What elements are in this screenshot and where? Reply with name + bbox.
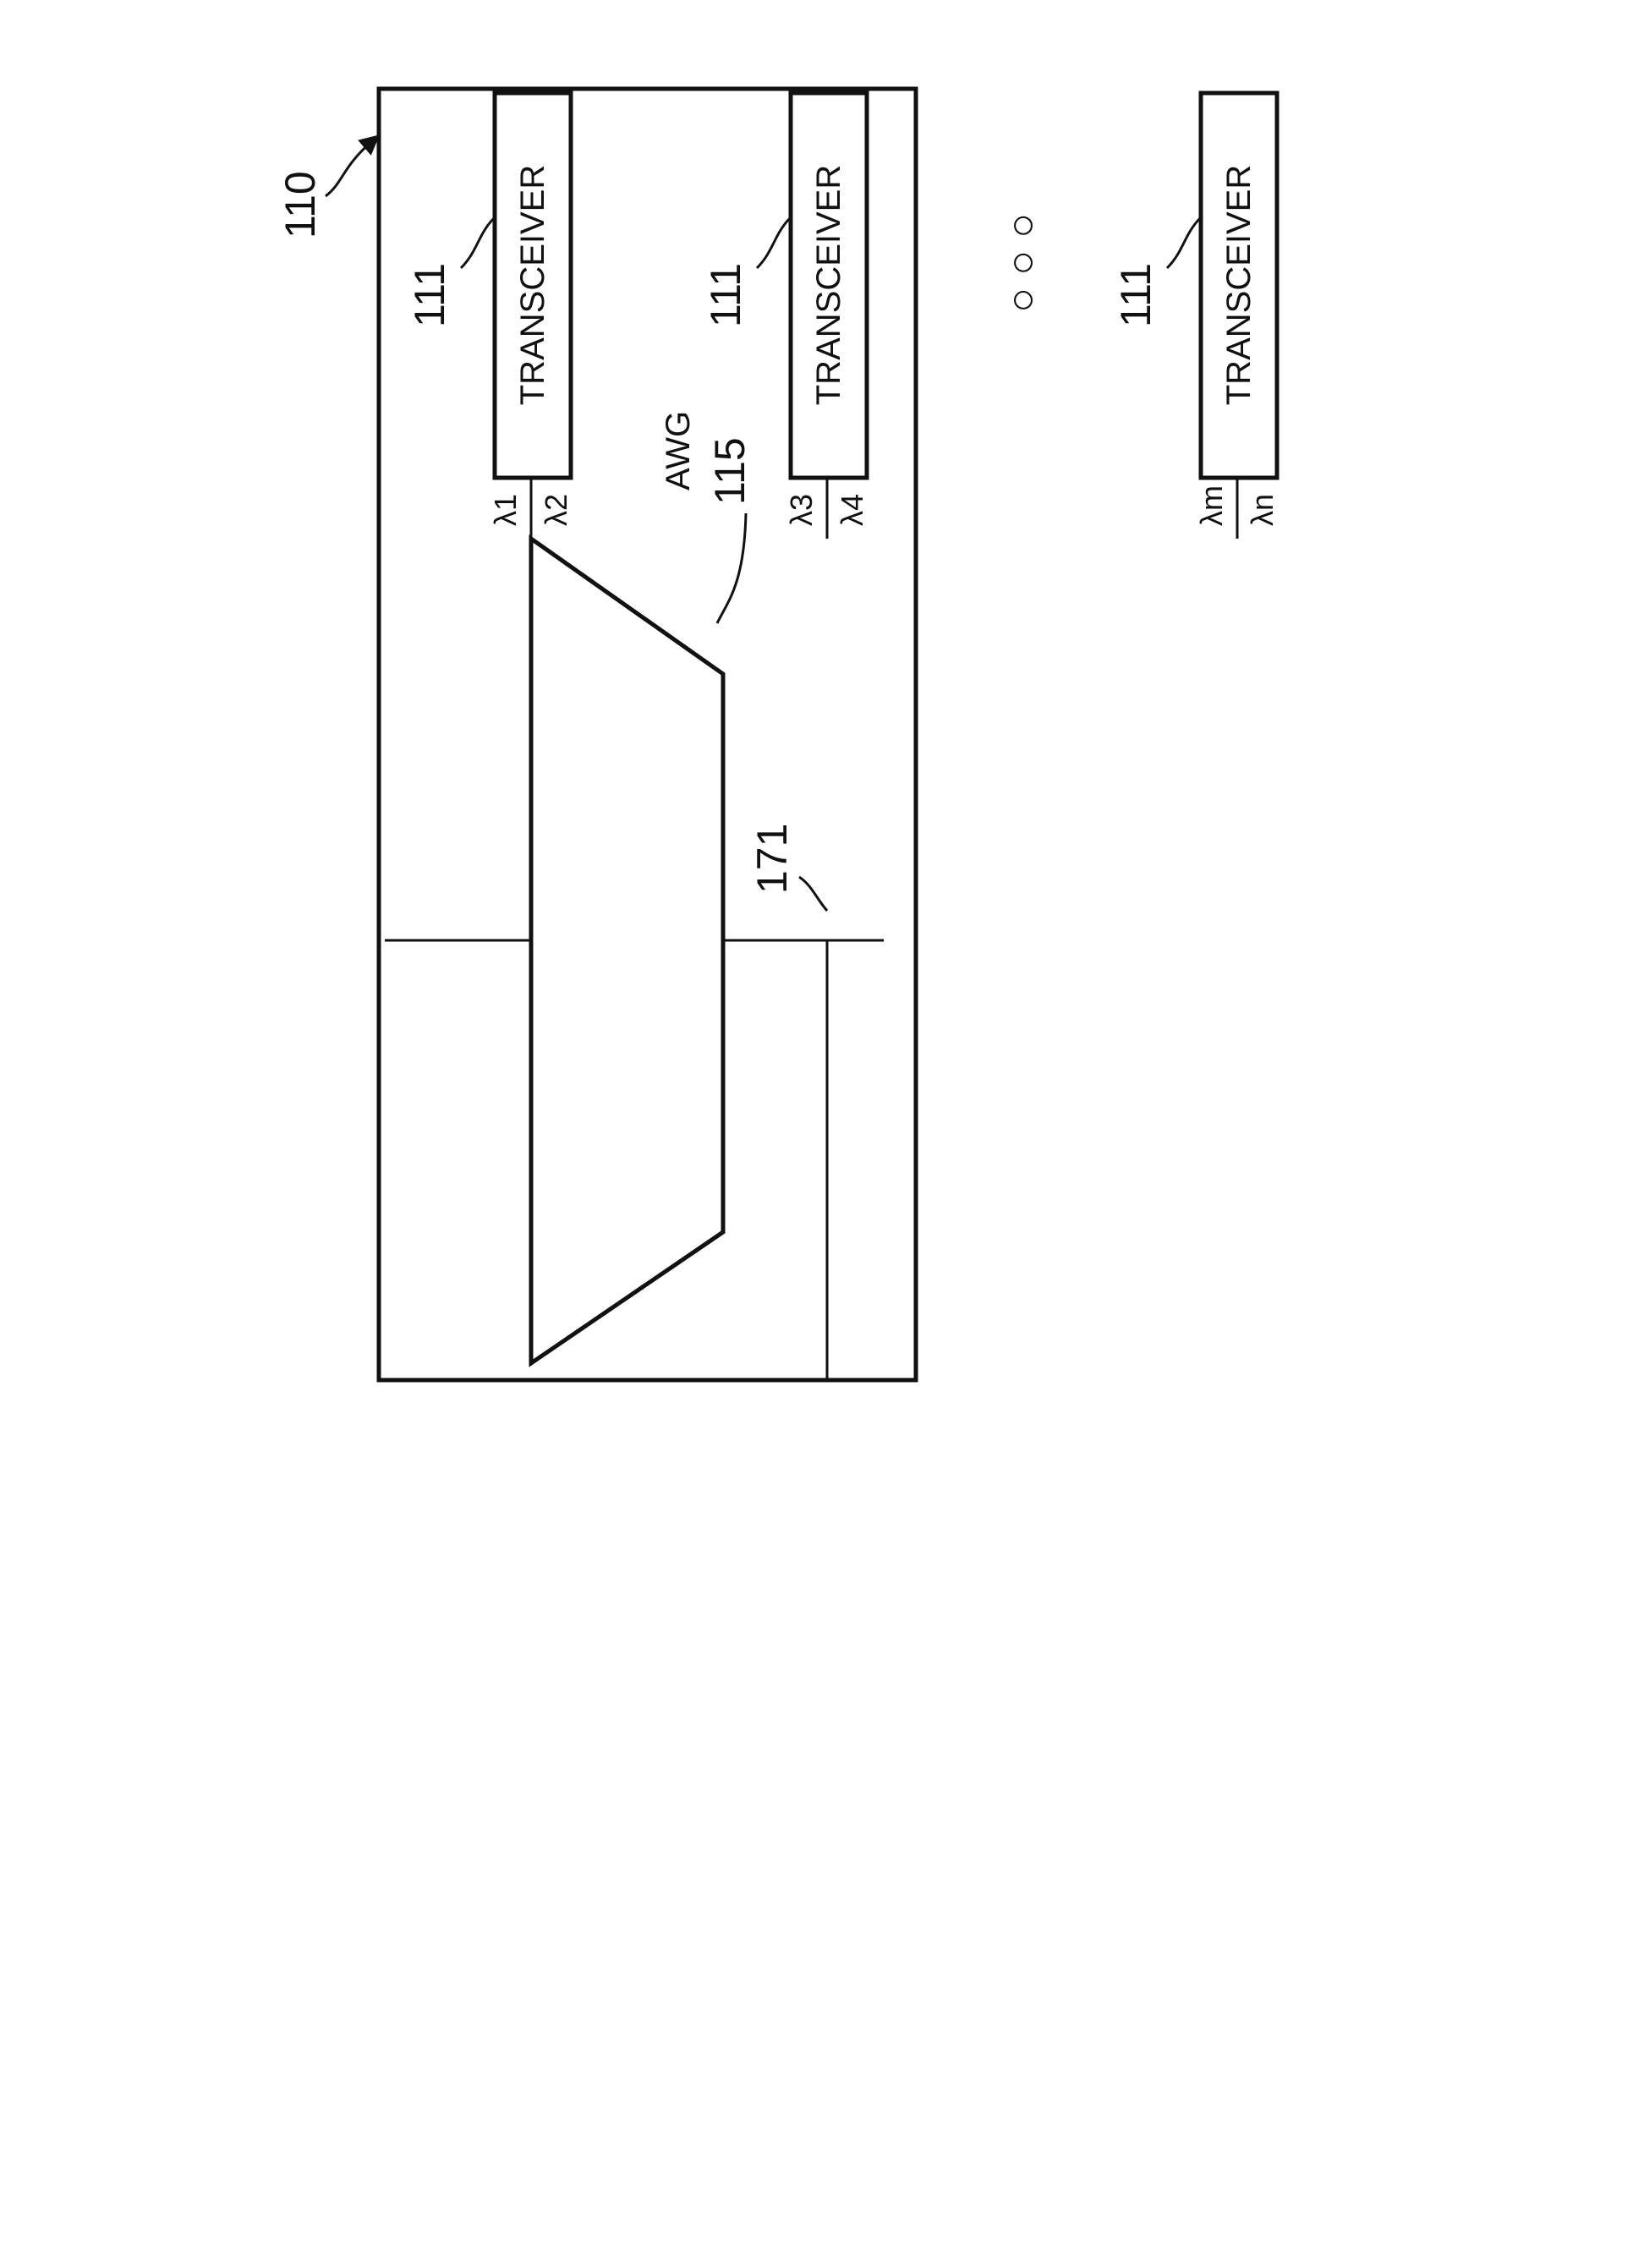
olt-ref-arrow <box>326 141 372 196</box>
olt-ellipsis: ○ ○ ○ <box>998 213 1045 313</box>
transceiver-2-wl-a: λ3 <box>784 494 819 526</box>
transceiver-1-ref: 111 <box>406 263 453 327</box>
transceiver-1-wl-b: λ2 <box>539 494 573 526</box>
transceiver-3-label: TRANSCEIVER <box>1220 165 1258 406</box>
olt-awg-ref: 115 <box>706 437 753 505</box>
transceiver-3-ref: 111 <box>1112 263 1159 327</box>
transceiver-2-wl-b: λ4 <box>835 494 869 526</box>
transceiver-1-label: TRANSCEIVER <box>514 165 551 406</box>
feeder-ref: 171 <box>748 824 796 894</box>
transceiver-3: TRANSCEIVER λm λn 111 <box>1112 93 1280 539</box>
transceiver-3-leader <box>1167 217 1201 268</box>
olt-awg <box>531 539 723 1363</box>
transceiver-3-wl-b: λn <box>1245 494 1280 526</box>
transceiver-2-label: TRANSCEIVER <box>810 165 847 406</box>
olt-ref: 110 <box>277 171 324 238</box>
transceiver-3-wl-a: λm <box>1194 485 1229 526</box>
transceiver-1-wl-a: λ1 <box>488 494 523 526</box>
olt-awg-label: AWG <box>660 411 697 490</box>
transceiver-2-ref: 111 <box>702 263 749 327</box>
rotated-diagram: 110 AWG 115 TRANSCEIVER λ1 λ2 111 TRANSC… <box>277 89 1280 1380</box>
